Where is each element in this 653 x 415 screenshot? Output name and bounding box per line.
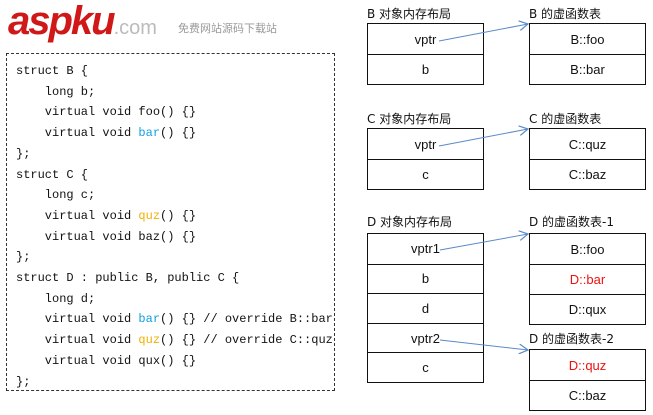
code-line: struct B {: [16, 64, 88, 78]
code-token: bar: [138, 312, 161, 327]
code-token: };: [16, 374, 31, 389]
code-token: long c;: [16, 188, 96, 203]
code-token: virtual void: [16, 208, 139, 223]
code-token: long d;: [16, 291, 96, 306]
table-row: C::baz: [530, 380, 645, 410]
code-token: struct D : public B, public C {: [16, 271, 240, 285]
code-token: virtual void: [16, 312, 139, 327]
table-row: B::bar: [530, 54, 645, 84]
code-line: virtual void quz() {} // override C::quz: [16, 333, 333, 347]
code-line: };: [16, 375, 30, 389]
c-layout-box: vptr c: [367, 128, 484, 190]
code-line: };: [16, 147, 30, 161]
d-layout-title: D 对象内存布局: [367, 215, 453, 229]
code-block: struct B { long b; virtual void foo() {}…: [6, 53, 335, 391]
code-line: virtual void quz() {}: [16, 209, 196, 223]
table-row: C::quz: [568, 136, 607, 152]
code-token: virtual void: [16, 126, 139, 141]
table-row: B::foo: [570, 31, 605, 47]
watermark-logo: aspku.com 免费网站源码下载站: [8, 0, 338, 50]
code-line: long b;: [16, 85, 95, 99]
table-row: D::quz: [568, 357, 607, 373]
table-row: vptr: [414, 136, 437, 152]
code-line: virtual void foo() {}: [16, 105, 196, 119]
table-row: d: [368, 293, 483, 323]
table-row: D::qux: [530, 294, 645, 324]
code-token: struct C {: [16, 167, 89, 182]
c-layout-title: C 对象内存布局: [367, 112, 452, 126]
table-row: b: [368, 263, 483, 294]
d-vtable1-title: D 的虚函数表-1: [529, 215, 615, 229]
code-token: () {}: [160, 208, 197, 223]
table-row: vptr1: [411, 241, 440, 257]
code-line: virtual void baz() {}: [16, 230, 196, 244]
code-token: virtual void: [16, 333, 139, 348]
code-line: };: [16, 250, 30, 264]
code-token: struct B {: [16, 64, 89, 78]
b-layout-title: B 对象内存布局: [367, 7, 452, 21]
code-token: () {} // override B::bar: [160, 312, 333, 327]
code-line: struct C {: [16, 168, 88, 182]
watermark-domain: .com: [113, 17, 157, 39]
b-vtable-title: B 的虚函数表: [529, 7, 602, 21]
arrow-d-vptr2: [439, 339, 528, 350]
code-token: quz: [138, 208, 161, 223]
table-row: c: [368, 352, 483, 382]
code-line: long d;: [16, 292, 95, 306]
code-token: };: [16, 146, 31, 161]
code-token: virtual void baz() {}: [16, 229, 197, 244]
code-token: };: [16, 250, 31, 265]
code-token: () {} // override C::quz: [160, 333, 333, 348]
code-token: quz: [138, 333, 161, 348]
watermark-wordmark: aspku.com: [8, 0, 157, 55]
d-vtable2-title: D 的虚函数表-2: [529, 332, 615, 346]
watermark-tagline: 免费网站源码下载站: [178, 23, 277, 35]
code-token: long b;: [16, 84, 96, 99]
code-line: long c;: [16, 188, 95, 202]
code-line: virtual void bar() {} // override B::bar: [16, 312, 333, 326]
b-layout-box: vptr b: [367, 23, 484, 85]
code-token: virtual void foo() {}: [16, 105, 197, 120]
table-row: vptr: [414, 31, 437, 47]
code-line: virtual void bar() {}: [16, 126, 196, 140]
c-vtable-title: C 的虚函数表: [529, 112, 602, 126]
table-row: vptr2: [368, 322, 483, 353]
table-row: C::baz: [530, 159, 645, 189]
arrow-c-vptr: [438, 129, 528, 147]
code-token: () {}: [160, 126, 197, 141]
code-line: struct D : public B, public C {: [16, 271, 239, 285]
arrow-b-vptr: [438, 24, 528, 42]
table-row: c: [368, 159, 483, 189]
code-token: bar: [138, 126, 161, 141]
code-token: virtual void qux() {}: [16, 353, 197, 368]
table-row: b: [368, 54, 483, 84]
watermark-logo-text: aspku: [8, 0, 116, 43]
code-line: virtual void qux() {}: [16, 354, 196, 368]
arrow-d-vptr1: [439, 234, 528, 251]
table-row: D::bar: [530, 264, 645, 294]
table-row: B::foo: [570, 241, 605, 257]
